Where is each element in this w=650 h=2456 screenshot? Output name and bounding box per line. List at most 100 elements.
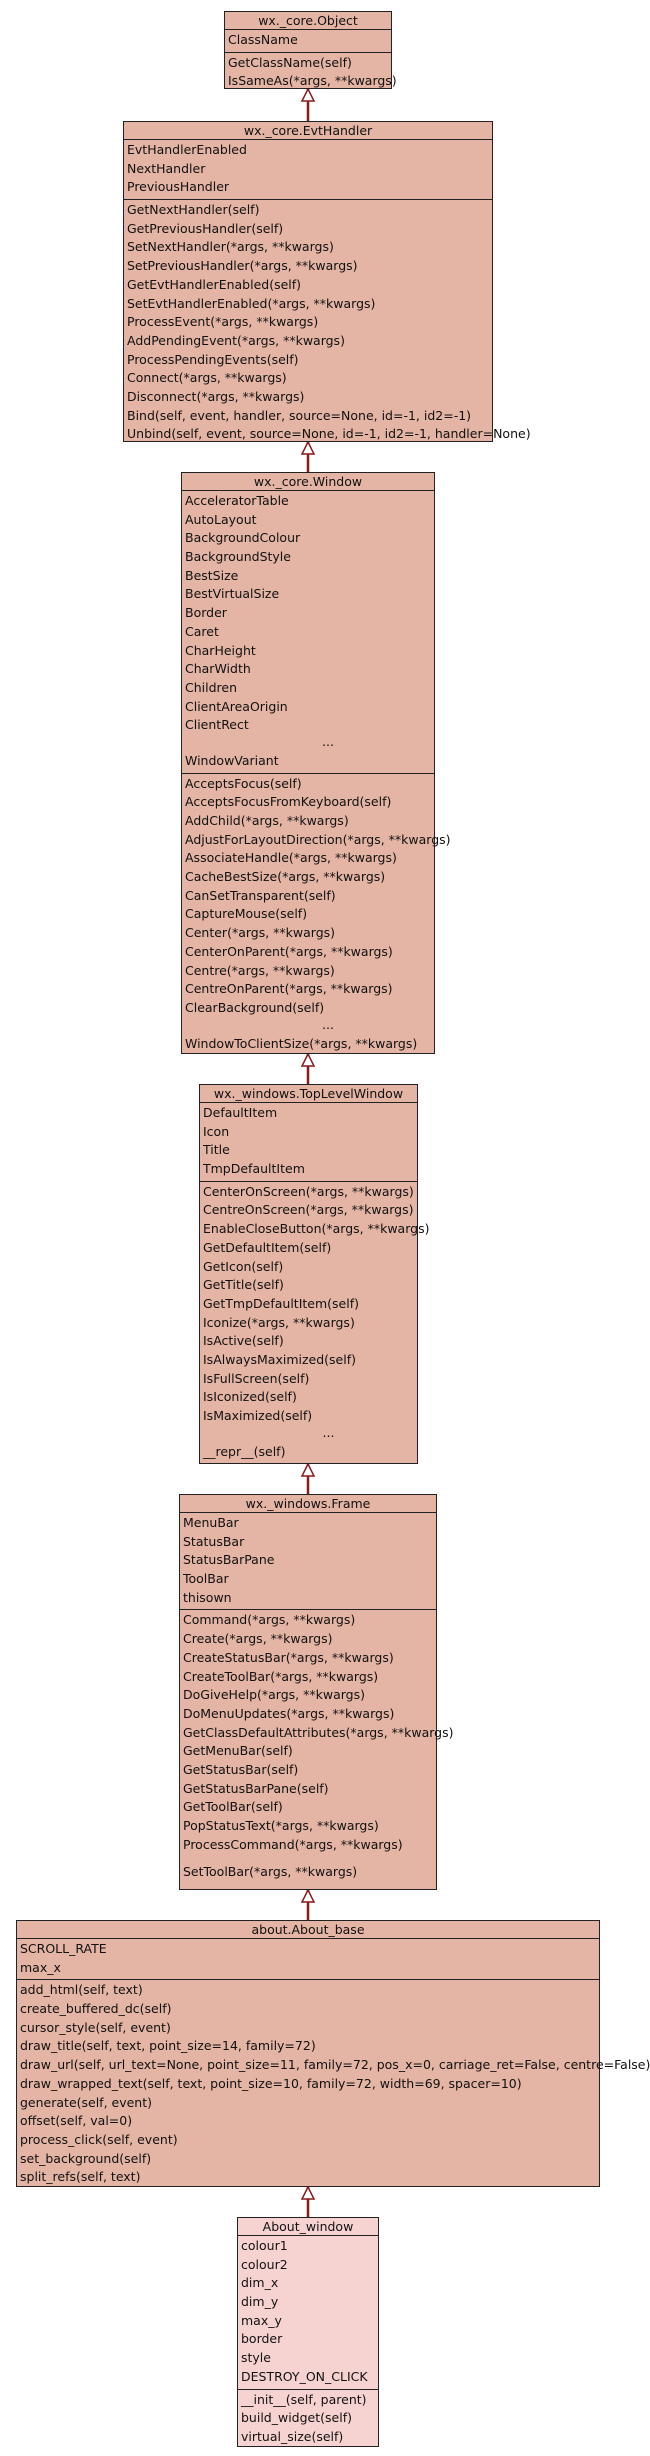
method-row: GetPreviousHandler(self) xyxy=(127,220,284,236)
attribute-row: NextHandler xyxy=(127,160,206,176)
method-row: AdjustForLayoutDirection(*args, **kwargs… xyxy=(185,831,451,847)
method-row: IsActive(self) xyxy=(203,1333,284,1349)
method-section: GetNextHandler(self) GetPreviousHandler(s… xyxy=(124,199,531,446)
class-title: wx._windows.Frame xyxy=(180,1495,436,1513)
method-row: Create(*args, **kwargs) xyxy=(183,1631,333,1647)
arrowhead-aboutbase xyxy=(300,2185,316,2200)
method-row: process_click(self, event) xyxy=(20,2131,178,2147)
attribute-row: CharHeight xyxy=(185,642,256,658)
ellipsis: ... xyxy=(322,1424,335,1440)
method-row: draw_url(self, url_text=None, point_size… xyxy=(20,2057,650,2073)
method-row: DoGiveHelp(*args, **kwargs) xyxy=(183,1687,365,1703)
method-row: SetNextHandler(*args, **kwargs) xyxy=(127,239,334,255)
method-row: Unbind(self, event, source=None, id=-1, … xyxy=(127,426,531,442)
attribute-row: ClassName xyxy=(228,32,298,47)
method-row: SetPreviousHandler(*args, **kwargs) xyxy=(127,258,358,274)
method-row: add_html(self, text) xyxy=(20,1982,143,1998)
attribute-row: thisown xyxy=(183,1589,232,1605)
attribute-row: StatusBarPane xyxy=(183,1552,275,1568)
method-section: CenterOnScreen(*args, **kwargs) CentreOnS… xyxy=(200,1180,430,1464)
attribute-row: ClientAreaOrigin xyxy=(185,698,288,714)
method-row: cursor_style(self, event) xyxy=(20,2019,171,2035)
attribute-row: MenuBar xyxy=(183,1515,239,1530)
method-row: virtual_size(self) xyxy=(241,2428,344,2444)
arrowhead-frame xyxy=(300,1888,316,1903)
attribute-row: colour2 xyxy=(241,2256,288,2272)
attribute-row: AutoLayout xyxy=(185,511,257,527)
attribute-row: BackgroundColour xyxy=(185,530,301,546)
attribute-row: dim_y xyxy=(241,2294,279,2310)
method-row: AddChild(*args, **kwargs) xyxy=(185,813,349,828)
attribute-row: PreviousHandler xyxy=(127,179,230,195)
attribute-row: WindowVariant xyxy=(185,752,279,768)
method-row: SetToolBar(*args, **kwargs) xyxy=(183,1864,358,1880)
method-row: GetClassDefaultAttributes(*args, **kwarg… xyxy=(183,1724,454,1740)
method-row: ProcessPendingEvents(self) xyxy=(127,351,299,367)
method-row: Bind(self, event, handler, source=None, … xyxy=(127,407,472,423)
method-row: GetDefaultItem(self) xyxy=(203,1239,332,1255)
method-row: CaptureMouse(self) xyxy=(185,906,308,922)
method-row: GetTitle(self) xyxy=(203,1277,284,1293)
attribute-row: dim_x xyxy=(241,2275,279,2291)
attribute-row: Title xyxy=(203,1142,230,1158)
method-row: GetNextHandler(self) xyxy=(127,202,260,218)
attribute-row: Border xyxy=(185,605,227,621)
method-row: IsSameAs(*args, **kwargs) xyxy=(228,73,397,89)
method-row: DoMenuUpdates(*args, **kwargs) xyxy=(183,1705,395,1721)
attribute-row: border xyxy=(241,2331,283,2347)
method-row: AddPendingEvent(*args, **kwargs) xyxy=(127,332,345,348)
method-row: CentreOnScreen(*args, **kwargs) xyxy=(203,1202,414,1218)
method-row: AcceptsFocus(self) xyxy=(185,775,302,791)
method-section: add_html(self, text) create_buffered_dc(s… xyxy=(17,1979,650,2189)
arrowhead-object xyxy=(300,87,316,102)
attribute-row: ClientRect xyxy=(185,717,249,733)
method-row: IsFullScreen(self) xyxy=(203,1370,310,1386)
attribute-row: Icon xyxy=(203,1123,230,1139)
attribute-row: DESTROY_ON_CLICK xyxy=(241,2368,368,2384)
attribute-row: DefaultItem xyxy=(203,1105,278,1120)
method-row: GetTmpDefaultItem(self) xyxy=(203,1295,359,1311)
method-row: CreateToolBar(*args, **kwargs) xyxy=(183,1668,379,1684)
method-row: GetStatusBarPane(self) xyxy=(183,1780,329,1796)
method-row: __init__(self, parent) xyxy=(241,2391,367,2407)
method-section: __init__(self, parent) build_widget(self)… xyxy=(238,2388,378,2449)
method-row: PopStatusText(*args, **kwargs) xyxy=(183,1818,379,1833)
method-row: create_buffered_dc(self) xyxy=(20,2001,172,2017)
class-title: wx._core.EvtHandler xyxy=(124,122,492,140)
attribute-row: TmpDefaultItem xyxy=(203,1161,305,1177)
attribute-row: SCROLL_RATE xyxy=(20,1941,107,1956)
method-row: CreateStatusBar(*args, **kwargs) xyxy=(183,1649,394,1665)
method-row: build_widget(self) xyxy=(241,2410,352,2426)
arrowhead-evthandler xyxy=(300,440,316,455)
arrowhead-window xyxy=(300,1052,316,1067)
method-row: Command(*args, **kwargs) xyxy=(183,1612,356,1628)
method-row: set_background(self) xyxy=(20,2150,152,2166)
method-row: AcceptsFocusFromKeyboard(self) xyxy=(185,794,392,810)
method-row: WindowToClientSize(*args, **kwargs) xyxy=(185,1035,418,1051)
method-row: ProcessCommand(*args, **kwargs) xyxy=(183,1836,403,1852)
method-row: CentreOnParent(*args, **kwargs) xyxy=(185,981,393,997)
method-section: AcceptsFocus(self) AcceptsFocusFromKeyboa… xyxy=(182,772,451,1056)
method-row: CenterOnScreen(*args, **kwargs) xyxy=(203,1183,414,1199)
method-row: split_refs(self, text) xyxy=(20,2169,141,2185)
method-row: EnableCloseButton(*args, **kwargs) xyxy=(203,1221,430,1237)
class-title: wx._core.Object xyxy=(225,12,391,30)
method-row: draw_wrapped_text(self, text, point_size… xyxy=(20,2075,522,2091)
method-row: AssociateHandle(*args, **kwargs) xyxy=(185,850,397,866)
ellipsis: ... xyxy=(322,733,334,749)
attribute-row: CharWidth xyxy=(185,661,251,677)
attribute-row: EvtHandlerEnabled xyxy=(127,142,247,157)
class-title: About_window xyxy=(238,2218,378,2236)
attribute-row: style xyxy=(241,2350,271,2366)
